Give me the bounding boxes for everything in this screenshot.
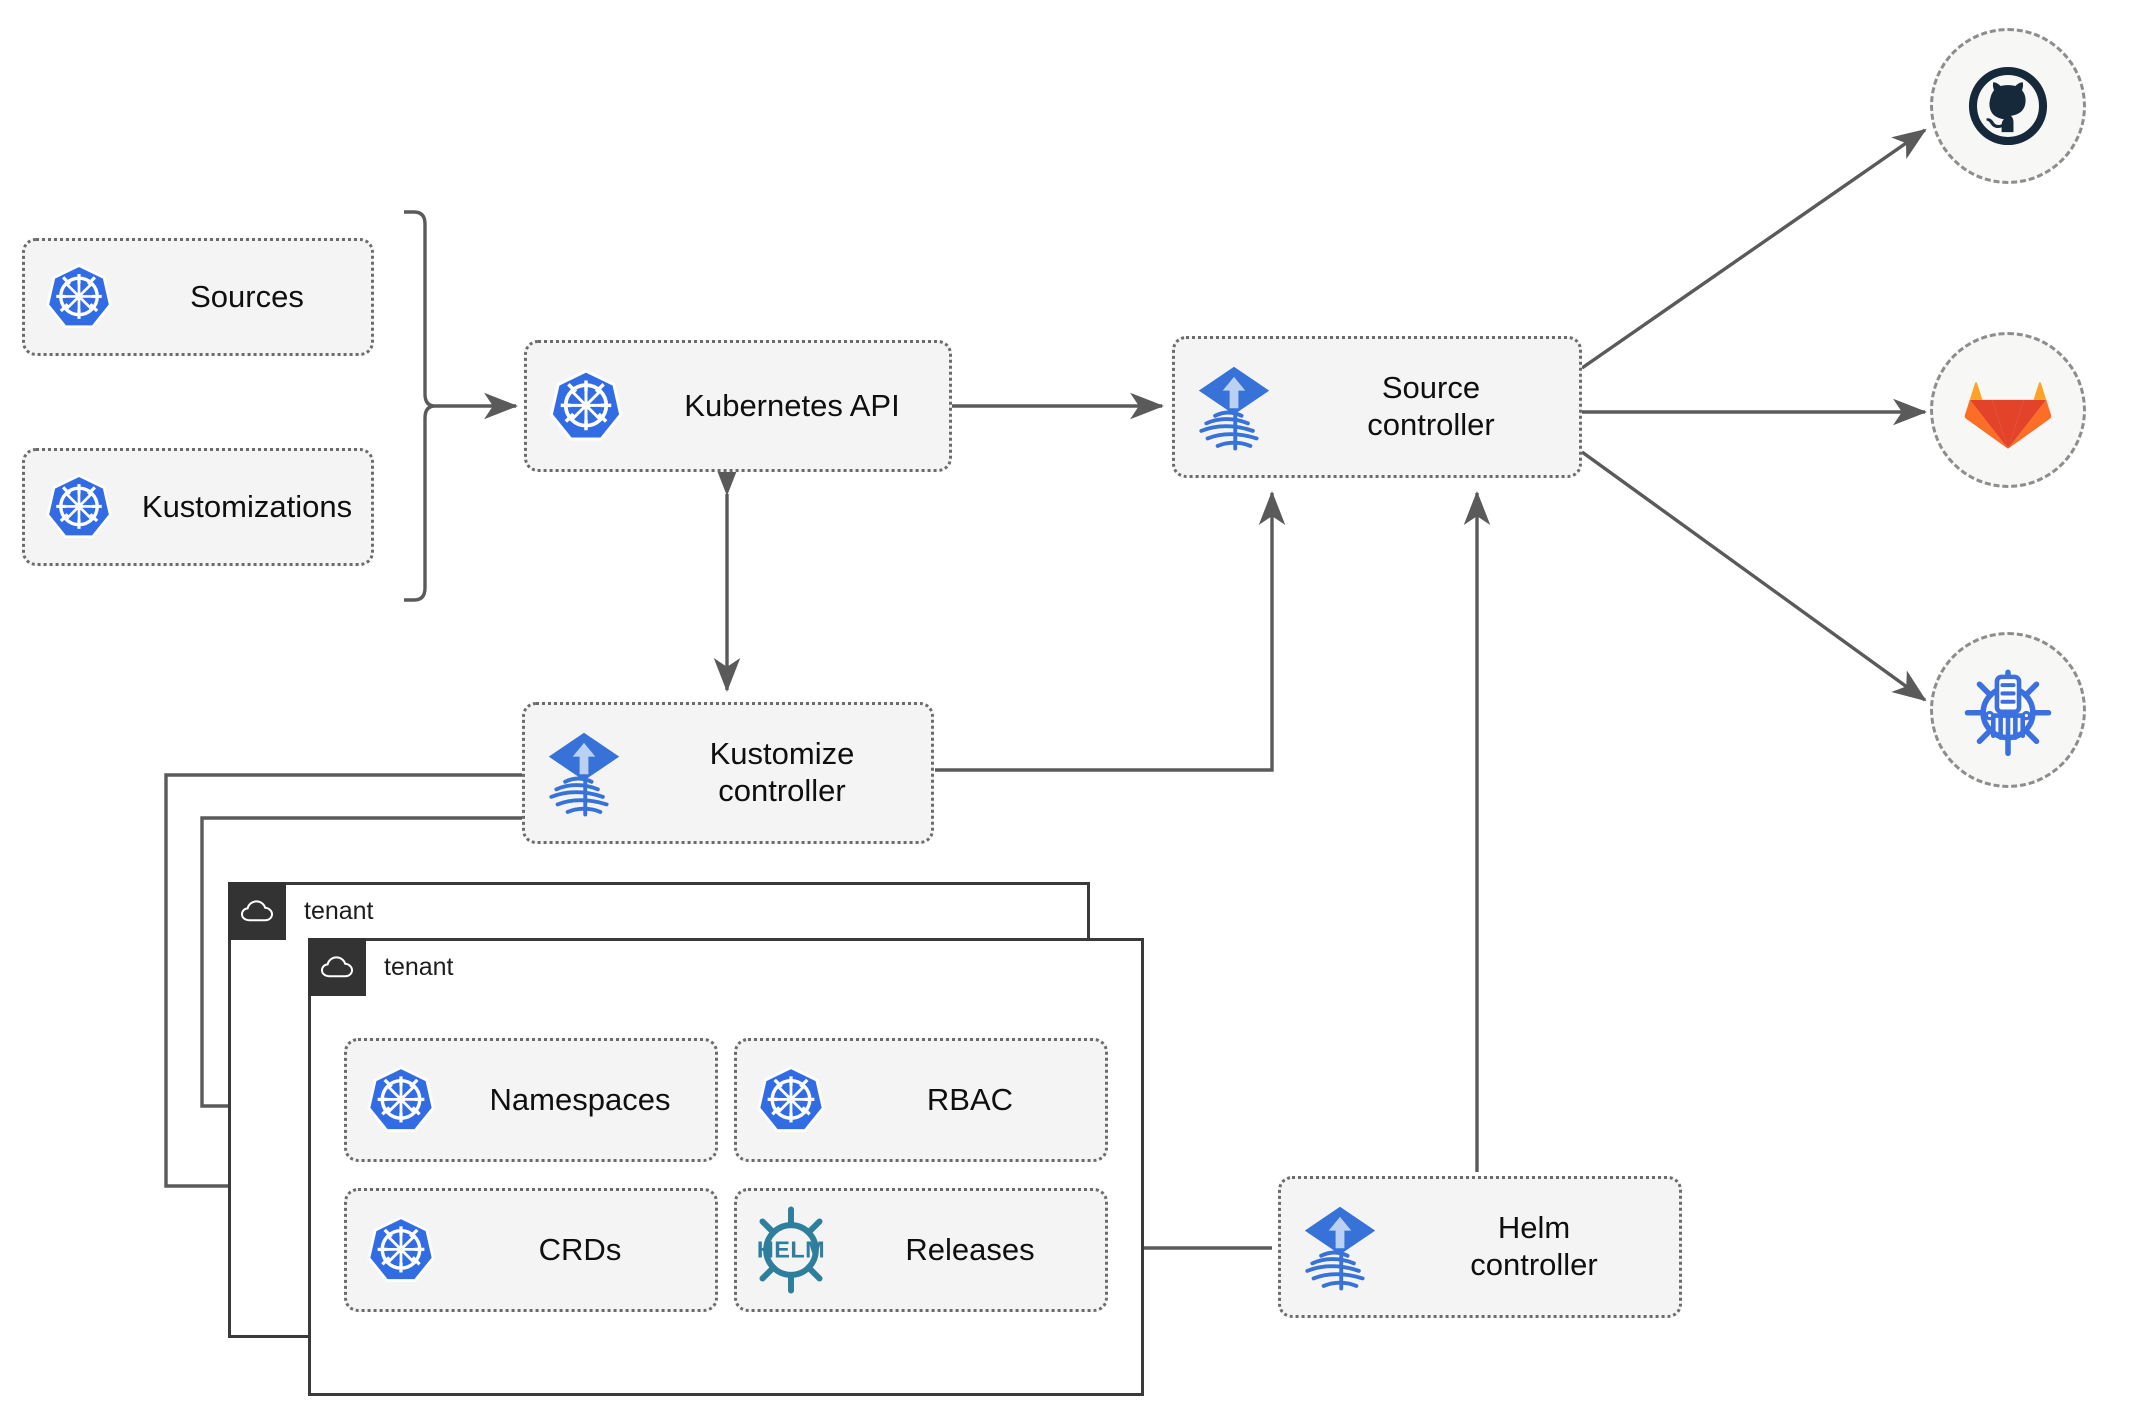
tenant-window-inner: tenant [308,938,1144,1396]
node-namespaces[interactable]: Namespaces [344,1038,718,1162]
tenant-outer-titlebar: tenant [228,882,374,940]
endpoint-gitlab[interactable] [1930,332,2086,488]
node-rbac-label: RBAC [926,1081,1014,1117]
kubernetes-icon [737,1063,845,1137]
cloud-icon [308,938,366,996]
endpoint-github[interactable] [1930,28,2086,184]
tenant-inner-titlebar: tenant [308,938,454,996]
node-kubernetes-api-label: Kubernetes API [684,387,900,423]
node-kustomize-controller-label: Kustomize controller [709,736,855,808]
node-crds[interactable]: CRDs [344,1188,718,1312]
node-releases[interactable]: HELM Releases [734,1188,1108,1312]
svg-text:HELM: HELM [757,1236,825,1262]
node-crds-label: CRDs [538,1231,622,1267]
node-rbac[interactable]: RBAC [734,1038,1108,1162]
helm-repository-icon [1964,669,2052,756]
flux-icon [525,729,643,817]
github-icon [1968,66,2048,146]
kubernetes-icon [527,366,645,446]
node-sources[interactable]: Sources [22,238,374,356]
edge-kustomize-to-source-controller [935,490,1286,772]
grouping-brace [404,210,436,602]
edge-source-to-github [1581,128,1927,370]
tenant-outer-label: tenant [304,896,374,925]
node-kustomizations-label: Kustomizations [141,488,353,524]
node-kustomizations[interactable]: Kustomizations [22,448,374,566]
node-kubernetes-api[interactable]: Kubernetes API [524,340,952,472]
kubernetes-icon [347,1063,455,1137]
node-source-controller[interactable]: Source controller [1172,336,1582,478]
edge-source-to-helm-repository [1581,450,1927,702]
cloud-icon [228,882,286,940]
flux-icon [1175,363,1293,451]
endpoint-helm-repository[interactable] [1930,632,2086,788]
helm-icon: HELM [737,1204,845,1296]
kubernetes-icon [347,1213,455,1287]
node-releases-label: Releases [905,1231,1035,1267]
node-helm-controller-label: Helm controller [1470,1210,1598,1282]
node-sources-label: Sources [190,278,304,314]
node-kustomize-controller[interactable]: Kustomize controller [522,702,934,844]
gitlab-icon [1964,382,2052,449]
kubernetes-icon [25,471,133,543]
node-helm-controller[interactable]: Helm controller [1278,1176,1682,1318]
flux-icon [1281,1203,1399,1291]
kubernetes-icon [25,261,133,333]
node-source-controller-label: Source controller [1367,370,1495,442]
node-namespaces-label: Namespaces [489,1081,671,1117]
tenant-inner-label: tenant [384,952,454,981]
